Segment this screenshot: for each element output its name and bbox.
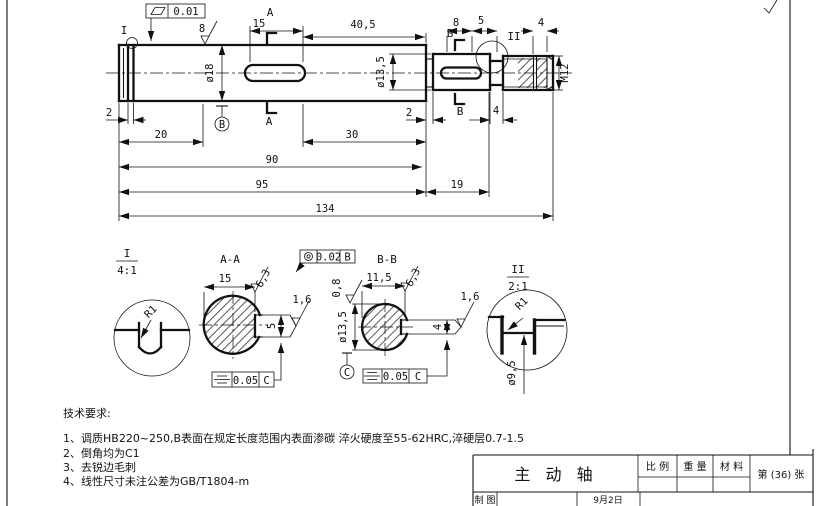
tech-item-4: 4、线性尺寸未注公差为GB/T1804-m	[63, 474, 249, 488]
bb-roughness-cyl-icon: 0,8	[331, 279, 363, 304]
flatness-tolerance-frame: 0.01	[145, 3, 206, 41]
bb-symmetry-frame: 0.05 C	[362, 340, 451, 384]
detail-ii-label: II	[507, 30, 520, 43]
detail-i-title: I	[124, 247, 131, 260]
detail-ii-title: II	[511, 263, 524, 276]
main-view: 0.01 I 8 ø18 ø13,5 A A B	[106, 3, 572, 221]
dim-134: 134	[316, 203, 335, 215]
flatness-icon	[150, 7, 166, 15]
dim-5: 5	[478, 15, 484, 27]
aa-symmetry-frame: 0.05 C	[211, 343, 285, 388]
aa-roughness-key-icon: 1,6	[291, 294, 312, 327]
bb-conc-datum: B	[344, 252, 350, 264]
roughness-rest-icon	[763, 0, 778, 14]
section-b-cutting-plane: B B	[447, 27, 466, 118]
bb-dim-11-5: 11,5	[366, 272, 391, 284]
detail-ii-view: II 2:1 R1 ø9,5	[486, 263, 568, 394]
dim-40-5: 40,5	[350, 19, 375, 31]
aa-dim-15: 15	[219, 273, 232, 285]
section-bb-title: B-B	[377, 253, 397, 266]
bb-concentricity-frame: 0.02 B	[295, 249, 356, 273]
dim-4-top: 4	[538, 17, 544, 29]
keyway-slot-2	[439, 66, 483, 80]
svg-text:0,8: 0,8	[331, 279, 343, 298]
datum-b-symbol: B	[214, 105, 230, 132]
section-bb-view: B-B 11,5 6,3 0,8	[295, 249, 480, 384]
top-dimensions: 15 40,5 8 5 4	[249, 15, 559, 62]
tech-item-3: 3、去锐边毛刺	[63, 460, 136, 474]
svg-text:6,3: 6,3	[404, 266, 424, 288]
tech-item-2: 2、倒角均为C1	[63, 447, 140, 460]
dim-90: 90	[266, 154, 279, 166]
flatness-value: 0.01	[173, 6, 198, 18]
dim-dia13-5: ø13,5	[375, 56, 387, 88]
bottom-dimensions: 2 2 4 20 30 90 95 19 134	[106, 92, 554, 221]
bb-roughness-key-icon: 1,6	[456, 291, 480, 328]
detail-i-circle	[126, 37, 138, 49]
section-a-cutting-plane: A A	[266, 6, 278, 128]
aa-sym-datum: C	[263, 375, 269, 387]
bb-sym-value: 0.05	[383, 371, 408, 383]
detail-i-radius: R1	[142, 303, 159, 320]
material-label: 材 料	[720, 460, 743, 473]
bb-conc-value: 0.02	[316, 252, 341, 264]
svg-text:A: A	[267, 6, 274, 19]
bb-sym-datum: C	[415, 371, 421, 383]
tech-title: 技术要求:	[63, 407, 111, 420]
tech-item-1: 1、调质HB220~250,B表面在规定长度范围内表面渗碳 淬火硬度至55-62…	[63, 431, 524, 445]
aa-sym-value: 0.05	[233, 375, 258, 387]
detail-i-view: I 4:1 R1	[113, 247, 191, 377]
scale-label: 比 例	[646, 460, 669, 473]
dim-4-bottom: 4	[493, 105, 499, 117]
title-block: 主 动 轴 比 例 重 量 材 料 第 (36) 张 制 图 9月2日	[472, 454, 813, 506]
concentricity-icon	[304, 252, 313, 261]
dim-95: 95	[256, 179, 269, 191]
detail-i-label: I	[121, 24, 128, 37]
keyway-slot-1	[243, 63, 307, 83]
symmetry-icon	[364, 372, 380, 380]
aa-roughness-top-icon: 6,3	[250, 266, 274, 293]
detail-ii-dia: ø9,5	[506, 360, 518, 385]
drawn-by-label: 制 图	[475, 494, 496, 506]
detail-ii-circle	[475, 40, 509, 74]
dim-15: 15	[253, 18, 266, 30]
date-value: 9月2日	[593, 495, 622, 506]
dim-dia18: ø18	[204, 64, 216, 83]
roughness-8-icon: 8	[199, 20, 218, 45]
section-aa-title: A-A	[220, 253, 240, 266]
datum-c-symbol: C	[339, 352, 355, 380]
sheet-border	[6, 0, 814, 506]
dim-20: 20	[155, 129, 168, 141]
dim-m12: M12	[559, 64, 571, 83]
bb-dim-4: 4	[432, 324, 444, 330]
svg-text:6,3: 6,3	[254, 267, 274, 289]
shaft-outline	[117, 43, 555, 103]
thread-dimension: M12	[553, 55, 571, 91]
detail-i-scale: 4:1	[117, 264, 137, 277]
symmetry-icon	[214, 375, 230, 384]
svg-text:A: A	[266, 115, 273, 128]
svg-text:B: B	[219, 119, 225, 131]
detail-ii-scale: 2:1	[508, 280, 528, 293]
section-aa-view: A-A 15 6,3 5 1,6	[199, 253, 312, 388]
dim-30: 30	[346, 129, 359, 141]
technical-requirements: 技术要求: 1、调质HB220~250,B表面在规定长度范围内表面渗碳 淬火硬度…	[63, 407, 524, 488]
dim-2-right: 2	[406, 107, 412, 119]
part-name: 主 动 轴	[514, 465, 597, 484]
dim-2-left: 2	[106, 107, 112, 119]
sheet-label: 第 (36) 张	[758, 468, 805, 481]
svg-text:1,6: 1,6	[461, 291, 480, 303]
dim-19: 19	[451, 179, 464, 191]
dim-8: 8	[453, 17, 459, 29]
aa-dim-5: 5	[266, 323, 278, 329]
detail-ii-radius: R1	[513, 295, 530, 312]
weight-label: 重 量	[683, 460, 706, 473]
bb-roughness-top-icon: 6,3	[400, 265, 424, 292]
svg-text:B: B	[457, 105, 464, 118]
svg-text:C: C	[344, 367, 350, 379]
svg-text:1,6: 1,6	[293, 294, 312, 306]
svg-text:8: 8	[199, 23, 205, 35]
bb-dim-dia: ø13,5	[337, 311, 349, 343]
